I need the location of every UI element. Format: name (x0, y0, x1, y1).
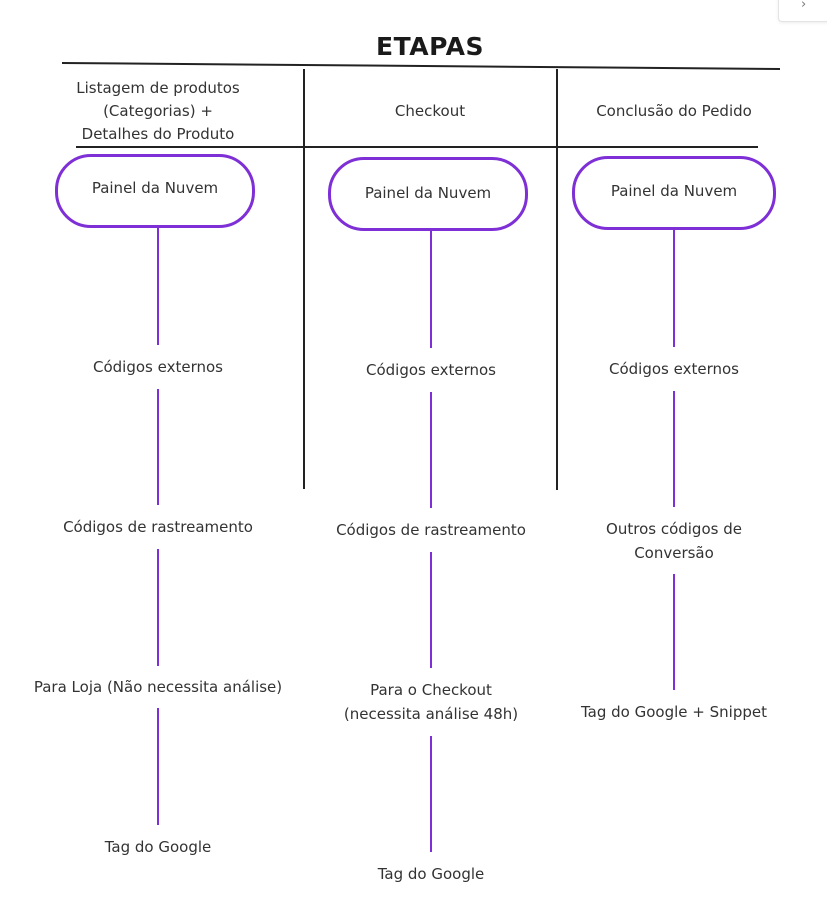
start-node-label: Painel da Nuvem (364, 184, 492, 202)
step-codigos-rastreamento[interactable]: Códigos de rastreamento (312, 518, 550, 542)
start-node-label: Painel da Nuvem (610, 182, 738, 200)
header-line: Detalhes do Produto (81, 125, 235, 143)
header-line: (Categorias) + (103, 102, 213, 120)
chevron-right-icon: › (801, 0, 807, 12)
step-line: Para o Checkout (370, 681, 492, 699)
step-para-checkout[interactable]: Para o Checkout (necessita análise 48h) (312, 678, 550, 726)
step-tag-google-snippet[interactable]: Tag do Google + Snippet (560, 700, 788, 724)
corner-button[interactable]: › (778, 0, 827, 22)
title-underline (61, 62, 781, 70)
step-codigos-rastreamento[interactable]: Códigos de rastreamento (40, 515, 276, 539)
start-node-label: Painel da Nuvem (91, 179, 219, 197)
diagram-title: ETAPAS (376, 32, 484, 61)
step-line: Outros códigos de (606, 520, 742, 538)
start-node-listagem[interactable]: Painel da Nuvem (55, 154, 255, 228)
step-line: Conversão (634, 544, 714, 562)
header-line: Listagem de produtos (76, 79, 240, 97)
step-line: (necessita análise 48h) (343, 705, 519, 723)
step-tag-google[interactable]: Tag do Google (40, 835, 276, 859)
step-codigos-externos[interactable]: Códigos externos (560, 357, 788, 381)
start-node-conclusao[interactable]: Painel da Nuvem (572, 156, 776, 230)
column-header-checkout: Checkout (394, 102, 466, 120)
column-header-conclusao: Conclusão do Pedido (596, 102, 752, 120)
column-header-listagem: Listagem de produtos (Categorias) + Deta… (60, 77, 256, 146)
step-codigos-externos[interactable]: Códigos externos (40, 355, 276, 379)
step-codigos-externos[interactable]: Códigos externos (312, 358, 550, 382)
step-para-loja[interactable]: Para Loja (Não necessita análise) (22, 675, 294, 699)
step-tag-google[interactable]: Tag do Google (312, 862, 550, 886)
step-outros-codigos-conversao[interactable]: Outros códigos de Conversão (560, 517, 788, 565)
start-node-checkout[interactable]: Painel da Nuvem (328, 157, 528, 231)
